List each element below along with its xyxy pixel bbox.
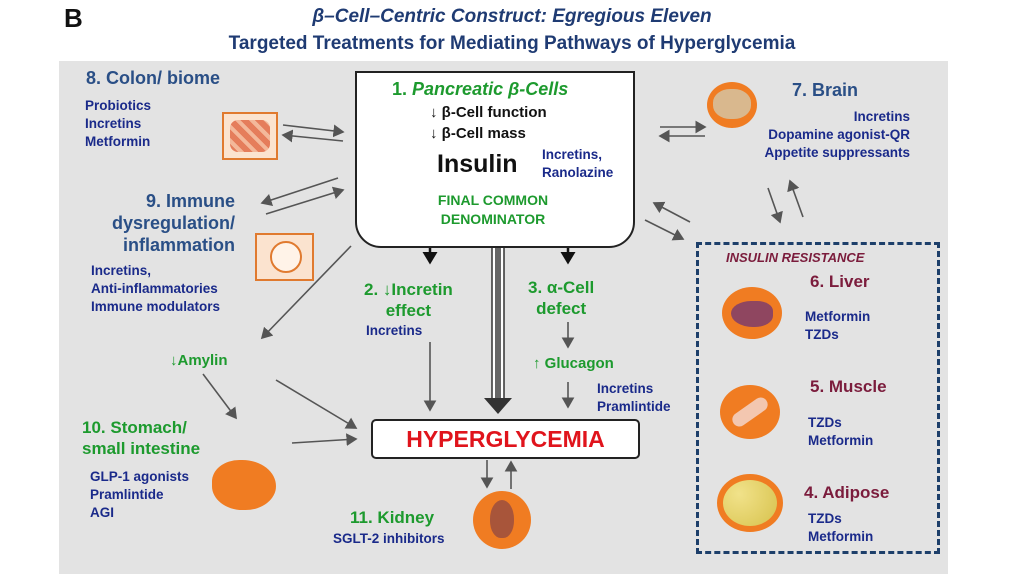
glucagon-label: ↑ Glucagon [533,355,614,372]
muscle-image [720,385,780,439]
kidney-image [473,491,531,549]
immune-cell-image [255,233,314,281]
hyperglycemia-box: HYPERGLYCEMIA [371,419,640,459]
title-line-2: Targeted Treatments for Mediating Pathwa… [228,33,796,54]
muscle-heading: 5. Muscle [810,377,887,396]
beta-cell-mass: ↓ β-Cell mass [430,125,526,142]
arrow-colon-to-center [282,124,345,138]
title-line-1: β–Cell–Centric Construct: Egregious Elev… [312,6,712,27]
brain-heading: 7. Brain [792,80,859,100]
kidney-treatment: SGLT-2 inhibitors [333,531,445,546]
colon-image [222,112,278,160]
stomach-image [212,460,276,510]
liver-heading: 6. Liver [810,272,870,291]
amylin-label: ↓Amylin [170,352,228,369]
colon-heading: 8. Colon/ biome [86,68,221,88]
adipose-heading: 4. Adipose [804,483,890,502]
arrow-center-to-ir [644,219,685,241]
liver-image [722,287,782,339]
brain-image [707,82,757,128]
panel-letter: B [64,3,83,33]
arrow-center-to-hyperglycemia [484,244,512,414]
beta-cells-heading: 1. Pancreatic β-Cells [392,79,569,99]
arrow-center-to-colon [281,129,344,143]
arrow-brain-to-ir [767,187,783,224]
arrow-center-to-amylin [260,245,352,340]
arrow-amylin-to-stomach [202,373,237,420]
stomach-heading: 10. Stomach/small intestine [82,418,201,458]
insulin-resistance-box [696,242,940,554]
insulin-resistance-heading: INSULIN RESISTANCE [726,250,865,265]
beta-cell-function: ↓ β-Cell function [430,104,547,121]
arrow-stomach-to-hyper [291,433,358,446]
arrow-ir-to-center [652,201,691,223]
arrow-ir-to-brain [787,179,804,218]
arrow-immune-to-center [265,186,345,215]
adipose-image [717,474,783,532]
pancreatic-beta-cells-box [355,71,635,248]
incretin-treatment: Incretins [366,323,423,338]
beta-cells-treatments: Incretins,Ranolazine [542,147,614,180]
arrow-center-to-immune [260,177,339,207]
arrow-amylin-to-hyper [275,379,358,429]
insulin-label: Insulin [437,150,518,178]
kidney-heading: 11. Kidney [350,508,435,527]
